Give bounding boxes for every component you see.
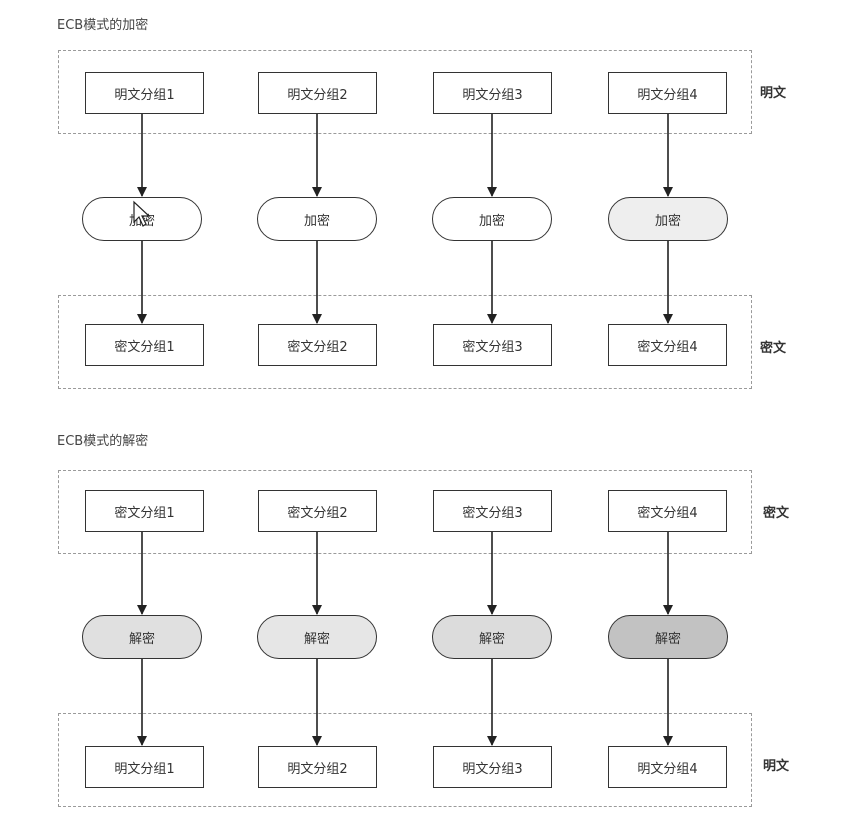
encrypt-input-block-4: 明文分组4 — [608, 72, 727, 114]
decrypt-op-1: 解密 — [82, 615, 202, 659]
decrypt-plaintext-group — [58, 713, 752, 807]
decrypt-section-title: ECB模式的解密 — [57, 434, 149, 449]
decrypt-output-block-2: 明文分组2 — [258, 746, 377, 788]
mouse-cursor-icon — [133, 200, 151, 227]
encrypt-input-block-3: 明文分组3 — [433, 72, 552, 114]
encrypt-plaintext-label: 明文 — [760, 86, 787, 101]
encrypt-op-4: 加密 — [608, 197, 728, 241]
decrypt-op-2: 解密 — [257, 615, 377, 659]
decrypt-op-4: 解密 — [608, 615, 728, 659]
decrypt-input-block-1: 密文分组1 — [85, 490, 204, 532]
encrypt-input-block-1: 明文分组1 — [85, 72, 204, 114]
decrypt-op-3: 解密 — [432, 615, 552, 659]
encrypt-output-block-3: 密文分组3 — [433, 324, 552, 366]
encrypt-op-3: 加密 — [432, 197, 552, 241]
encrypt-input-block-2: 明文分组2 — [258, 72, 377, 114]
decrypt-ciphertext-label: 密文 — [763, 506, 790, 521]
decrypt-ciphertext-group — [58, 470, 752, 554]
encrypt-output-block-2: 密文分组2 — [258, 324, 377, 366]
decrypt-plaintext-label: 明文 — [763, 759, 790, 774]
encrypt-output-block-4: 密文分组4 — [608, 324, 727, 366]
encrypt-plaintext-group — [58, 50, 752, 134]
decrypt-input-block-3: 密文分组3 — [433, 490, 552, 532]
decrypt-input-block-4: 密文分组4 — [608, 490, 727, 532]
decrypt-input-block-2: 密文分组2 — [258, 490, 377, 532]
decrypt-output-block-3: 明文分组3 — [433, 746, 552, 788]
encrypt-op-2: 加密 — [257, 197, 377, 241]
encrypt-section-title: ECB模式的加密 — [57, 18, 149, 33]
decrypt-output-block-1: 明文分组1 — [85, 746, 204, 788]
decrypt-output-block-4: 明文分组4 — [608, 746, 727, 788]
encrypt-ciphertext-label: 密文 — [760, 341, 787, 356]
encrypt-ciphertext-group — [58, 295, 752, 389]
encrypt-output-block-1: 密文分组1 — [85, 324, 204, 366]
